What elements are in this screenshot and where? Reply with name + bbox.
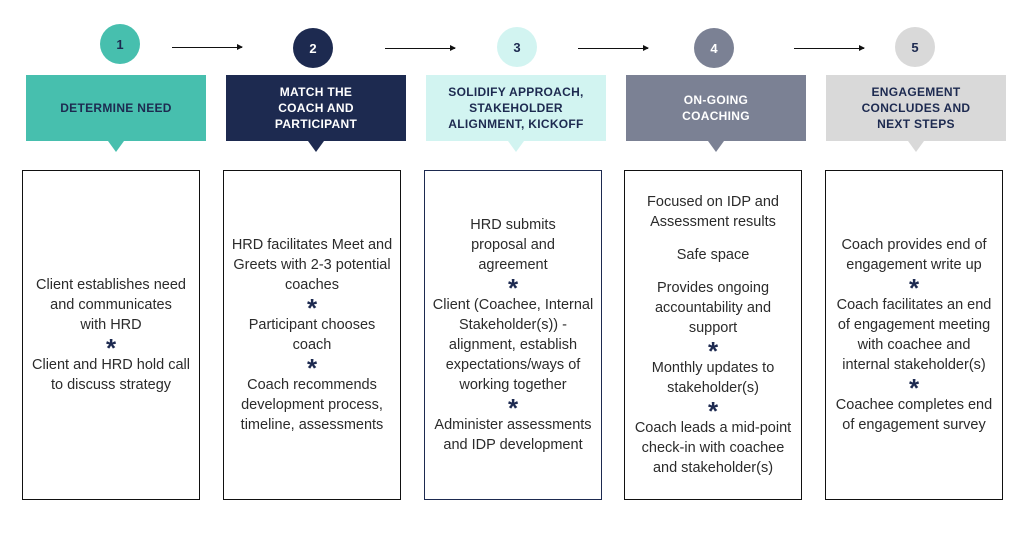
step-4-item: Safe space — [676, 247, 750, 263]
arrow-3-to-4 — [578, 45, 649, 51]
asterisk-separator: * — [507, 273, 519, 303]
step-2-item: HRD facilitates Meet and Greets with 2-3… — [231, 237, 393, 293]
step-4-item: Coach leads a mid-point check-in with co… — [634, 420, 792, 476]
step-3-item: HRD submits proposal and agreement — [470, 217, 556, 273]
step-2-item: Participant chooses coach — [248, 317, 376, 353]
asterisk-separator: * — [707, 336, 719, 366]
step-4-item: Focused on IDP and Assessment results — [647, 194, 779, 230]
step-4-number-circle: 4 — [694, 28, 734, 68]
step-3-item: Administer assessments and IDP developme… — [434, 417, 592, 453]
asterisk-separator: * — [306, 293, 318, 323]
step-2-details-box: HRD facilitates Meet and Greets with 2-3… — [223, 170, 401, 500]
step-1-title: DETERMINE NEED — [60, 101, 172, 115]
step-4-item: Provides ongoing accountability and supp… — [654, 280, 772, 336]
asterisk-separator: * — [707, 396, 719, 426]
step-2-item: Coach recommends development process, ti… — [240, 377, 384, 433]
arrow-1-to-2 — [172, 44, 243, 50]
step-5-title: ENGAGEMENT CONCLUDES AND NEXT STEPS — [861, 85, 971, 131]
step-4-title: ON-GOING COACHING — [682, 93, 750, 123]
step-3-details-box: HRD submits proposal and agreement * Cli… — [424, 170, 602, 500]
step-5-item: Coachee completes end of engagement surv… — [835, 397, 993, 433]
step-1-header: DETERMINE NEED — [26, 75, 206, 152]
step-2-header: MATCH THE COACH AND PARTICIPANT — [226, 75, 406, 152]
step-1-item: Client establishes need and communicates… — [36, 277, 186, 333]
step-2-number-circle: 2 — [293, 28, 333, 68]
arrow-2-to-3 — [385, 45, 456, 51]
step-3-item: Client (Coachee, Internal Stakeholder(s)… — [432, 297, 594, 393]
step-4-header: ON-GOING COACHING — [626, 75, 806, 152]
step-4-item: Monthly updates to stakeholder(s) — [651, 360, 775, 396]
step-3-header: SOLIDIFY APPROACH, STAKEHOLDER ALIGNMENT… — [426, 75, 606, 152]
step-4-details-box: Focused on IDP and Assessment results Sa… — [624, 170, 802, 500]
asterisk-separator: * — [908, 273, 920, 303]
step-1-item: Client and HRD hold call to discuss stra… — [32, 357, 190, 393]
step-3-number-circle: 3 — [497, 27, 537, 67]
asterisk-separator: * — [306, 353, 318, 383]
asterisk-separator: * — [105, 333, 117, 363]
step-5-details-box: Coach provides end of engagement write u… — [825, 170, 1003, 500]
step-3-title: SOLIDIFY APPROACH, STAKEHOLDER ALIGNMENT… — [448, 85, 584, 131]
asterisk-separator: * — [507, 393, 519, 423]
step-1-number-circle: 1 — [100, 24, 140, 64]
step-5-header: ENGAGEMENT CONCLUDES AND NEXT STEPS — [826, 75, 1006, 152]
arrow-4-to-5 — [794, 45, 865, 51]
step-2-title: MATCH THE COACH AND PARTICIPANT — [274, 85, 358, 131]
step-1-details-box: Client establishes need and communicates… — [22, 170, 200, 500]
asterisk-separator: * — [908, 373, 920, 403]
step-5-item: Coach provides end of engagement write u… — [841, 237, 987, 273]
step-5-number-circle: 5 — [895, 27, 935, 67]
step-5-item: Coach facilitates an end of engagement m… — [836, 297, 992, 373]
